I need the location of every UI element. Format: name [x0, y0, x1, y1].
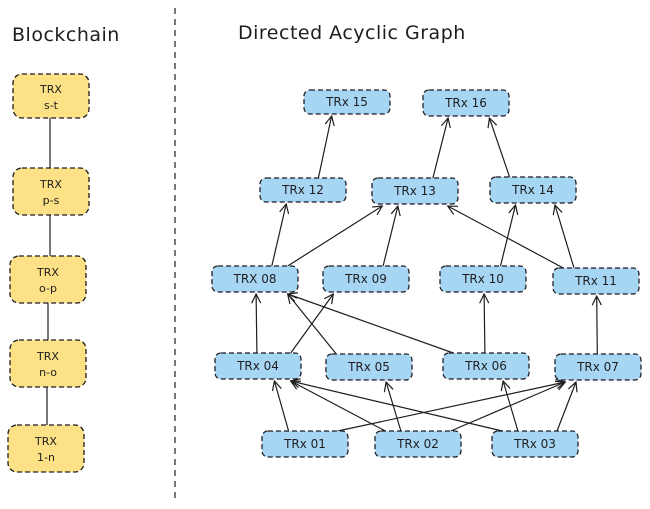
dag-node-box [374, 430, 462, 458]
dag-edge-n12-to-n15 [317, 116, 331, 179]
dag-edge-n02-to-n07 [450, 382, 566, 432]
dag-edge-n03-to-n04 [291, 381, 503, 432]
dag-node-label: TRx 15 [325, 95, 368, 109]
dag-node-trx-12: TRx 12 [259, 177, 347, 203]
dag-edge-n04-to-n08 [256, 294, 257, 354]
chain-block-label: TRX [36, 350, 59, 363]
chain-block-range: n-o [39, 366, 57, 379]
chain-block: TRX o-p [9, 255, 87, 304]
chain-block-box [12, 167, 90, 216]
dag-node-label: TRx 14 [511, 183, 554, 197]
dag-node-trx-04: TRx 04 [214, 352, 302, 380]
dag-node-label: TRx 11 [574, 274, 617, 288]
dag-node-box [322, 265, 410, 293]
chain-block-range: 1-n [37, 451, 55, 464]
chain-block-label: TRX [36, 266, 59, 279]
dag-node-trx-13: TRx 13 [371, 177, 459, 205]
dag-edge-n11-to-n14 [555, 205, 575, 269]
dag-node-trx-11: TRx 11 [552, 267, 640, 295]
dag-edge-n06-to-n10 [484, 294, 485, 354]
chain-block: TRX 1-n [7, 424, 85, 473]
dag-node-trx-03: TRx 03 [491, 430, 579, 458]
dag-edges [256, 116, 598, 432]
dag-edge-n10-to-n14 [499, 205, 516, 267]
dag-node-label: TRx 06 [464, 359, 507, 373]
dag-node-box [211, 265, 299, 293]
dag-nodes: TRx 15 TRx 16 TRx 12 TRx 13 TRx 14 TRX 0… [211, 89, 642, 458]
dag-edge-n03-to-n07 [556, 382, 576, 432]
dag-node-box [259, 177, 347, 203]
chain-block-box [9, 255, 87, 304]
dag-node-label: TRx 13 [393, 184, 436, 198]
dag-node-label: TRx 02 [396, 437, 439, 451]
chain-block-box [9, 339, 87, 388]
dag-edge-n08-to-n12 [271, 204, 286, 267]
dag-node-label: TRX 08 [233, 272, 277, 286]
dag-node-box [214, 352, 302, 380]
dag-node-trx-06: TRx 06 [442, 352, 530, 380]
dag-node-label: TRx 07 [576, 360, 619, 374]
blockchain-column: TRX s-t TRX p-s TRX o-p TRX n-o TRX 1-n [7, 73, 90, 473]
dag-edge-n02-to-n05 [386, 382, 402, 432]
dag-node-box [371, 177, 459, 205]
dag-edge-n05-to-n08 [288, 294, 337, 355]
dag-edge-n02-to-n04 [291, 381, 386, 432]
dag-edge-n06-to-n08 [288, 294, 454, 354]
chain-block-box [7, 424, 85, 473]
dag-node-box [422, 89, 510, 117]
dag-node-trx-15: TRx 15 [303, 89, 391, 115]
dag-node-box [554, 353, 642, 381]
chain-block: TRX n-o [9, 339, 87, 388]
dag-node-trx-07: TRx 07 [554, 353, 642, 381]
dag-node-label: TRx 12 [281, 183, 324, 197]
blockchain-links [46, 118, 51, 425]
dag-node-label: TRx 03 [513, 437, 556, 451]
chain-block: TRX s-t [12, 73, 90, 119]
chain-block: TRX p-s [12, 167, 90, 216]
dag-node-trx-10: TRx 10 [439, 265, 527, 293]
dag-node-label: TRx 16 [444, 96, 487, 110]
dag-node-label: TRx 04 [236, 359, 279, 373]
dag-edge-n11-to-n13 [448, 206, 564, 269]
dag-node-label: TRx 10 [461, 272, 504, 286]
dag-node-box [491, 430, 579, 458]
chain-block-label: TRX [39, 83, 62, 96]
chain-block-range: s-t [44, 99, 59, 112]
dag-node-box [552, 267, 640, 295]
dag-edge-n01-to-n07 [337, 382, 566, 432]
dag-node-box [442, 352, 530, 380]
chain-block-range: p-s [43, 194, 60, 207]
dag-node-box [325, 353, 413, 381]
dag-node-trx-09: TRx 09 [322, 265, 410, 293]
dag-edge-n01-to-n04 [274, 381, 290, 432]
dag-edge-n14-to-n16 [489, 118, 511, 178]
blockchain-title: Blockchain [12, 24, 120, 46]
dag-node-trx-01: TRx 01 [261, 430, 349, 458]
dag-edge-n09-to-n13 [382, 206, 398, 267]
dag-node-trx-02: TRx 02 [374, 430, 462, 458]
dag-node-box [261, 430, 349, 458]
chain-block-label: TRX [34, 435, 57, 448]
dag-node-label: TRx 05 [347, 360, 390, 374]
dag-edge-n13-to-n16 [432, 118, 448, 179]
dag-node-trx-08: TRX 08 [211, 265, 299, 293]
dag-edge-n03-to-n06 [503, 381, 519, 432]
dag-node-box [303, 89, 391, 115]
dag-node-trx-14: TRx 14 [489, 176, 577, 204]
dag-node-box [489, 176, 577, 204]
dag-edge-n07-to-n11 [597, 296, 598, 355]
chain-block-label: TRX [39, 178, 62, 191]
chain-block-range: o-p [39, 282, 57, 295]
chain-block-box [12, 73, 90, 119]
dag-node-trx-16: TRx 16 [422, 89, 510, 117]
dag-node-trx-05: TRx 05 [325, 353, 413, 381]
dag-edge-n08-to-n13 [287, 206, 383, 267]
dag-title: Directed Acyclic Graph [238, 22, 466, 44]
dag-node-label: TRx 09 [344, 272, 387, 286]
dag-node-label: TRx 01 [283, 437, 326, 451]
dag-node-box [439, 265, 527, 293]
